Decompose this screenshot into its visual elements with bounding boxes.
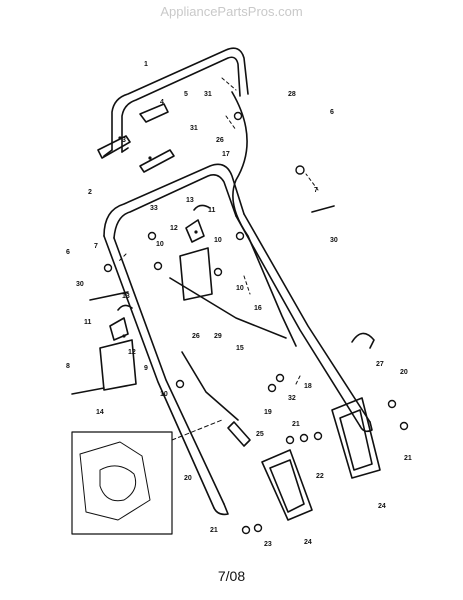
- callout-26b: 26: [192, 333, 200, 340]
- callout-28: 28: [288, 91, 296, 98]
- washer: [147, 231, 157, 241]
- washer: [267, 383, 277, 393]
- washer: [295, 165, 305, 175]
- washer: [387, 399, 397, 409]
- callout-6b: 6: [66, 249, 70, 256]
- callout-13b: 13: [122, 293, 130, 300]
- revision-date: 7/08: [217, 568, 246, 584]
- height-adjuster-upper: [331, 397, 381, 479]
- callout-30a: 30: [330, 237, 338, 244]
- callout-10b: 10: [214, 237, 222, 244]
- callout-26a: 26: [216, 137, 224, 144]
- callout-8: 8: [66, 363, 70, 370]
- washer: [299, 433, 309, 443]
- callout-14: 14: [96, 409, 104, 416]
- callout-1: 1: [144, 61, 148, 68]
- washer: [253, 523, 263, 533]
- callout-24b: 24: [304, 539, 312, 546]
- upper-handle: [111, 47, 249, 151]
- callout-30b: 30: [76, 281, 84, 288]
- drive-cable: [169, 277, 287, 339]
- callout-6a: 6: [330, 109, 334, 116]
- callout-labels: 1 4 5 31 28 3 31 26 17 6 7 2 13 11 33 12…: [66, 61, 412, 548]
- callout-20b: 20: [184, 475, 192, 482]
- washer: [313, 431, 323, 441]
- callout-24a: 24: [378, 503, 386, 510]
- callout-4: 4: [160, 99, 164, 106]
- callout-18: 18: [304, 383, 312, 390]
- washer: [175, 379, 185, 389]
- callout-22: 22: [316, 473, 324, 480]
- callout-10d: 10: [160, 391, 168, 398]
- lower-handle-inner: [113, 174, 237, 239]
- callout-10a: 10: [156, 241, 164, 248]
- callout-15: 15: [236, 345, 244, 352]
- lower-handle-left-leg: [103, 235, 215, 509]
- washer: [275, 373, 285, 383]
- callout-29: 29: [214, 333, 222, 340]
- handle-bracket-left: [97, 135, 131, 159]
- callout-16: 16: [254, 305, 262, 312]
- callout-21a: 21: [292, 421, 300, 428]
- inset-detail-box: [71, 431, 173, 535]
- washer: [235, 231, 245, 241]
- callout-33: 33: [150, 205, 158, 212]
- washer: [103, 263, 113, 273]
- callout-2: 2: [88, 189, 92, 196]
- callout-12a: 12: [170, 225, 178, 232]
- cable-adjuster: [227, 421, 251, 447]
- washer: [285, 435, 295, 445]
- callout-20a: 20: [400, 369, 408, 376]
- callout-25: 25: [256, 431, 264, 438]
- lower-handle-right-leg: [235, 215, 361, 427]
- lower-handle: [103, 163, 245, 237]
- callout-32: 32: [288, 395, 296, 402]
- callout-19: 19: [264, 409, 272, 416]
- callout-27: 27: [376, 361, 384, 368]
- callout-31a: 31: [204, 91, 212, 98]
- callout-7b: 7: [94, 243, 98, 250]
- callout-11a: 11: [208, 207, 216, 214]
- washer: [233, 111, 243, 121]
- bail-bracket: [99, 339, 137, 391]
- cable-29: [181, 351, 239, 421]
- callout-5: 5: [184, 91, 188, 98]
- callout-31b: 31: [190, 125, 198, 132]
- callout-21c: 21: [210, 527, 218, 534]
- callout-11b: 11: [84, 319, 92, 326]
- lever-bracket: [179, 247, 213, 301]
- washer: [153, 261, 163, 271]
- callout-12b: 12: [128, 349, 136, 356]
- callout-9: 9: [144, 365, 148, 372]
- washer: [213, 267, 223, 277]
- callout-3: 3: [122, 137, 126, 144]
- callout-21b: 21: [404, 455, 412, 462]
- washer: [399, 421, 409, 431]
- upper-handle-inner: [121, 56, 241, 153]
- watermark: AppliancePartsPros.com: [160, 4, 303, 19]
- callout-23: 23: [264, 541, 272, 548]
- callout-17: 17: [222, 151, 230, 158]
- callout-7a: 7: [314, 187, 318, 194]
- callout-10c: 10: [236, 285, 244, 292]
- cable-clip: [351, 332, 375, 349]
- washer: [241, 525, 251, 535]
- height-adjuster-lower: [261, 449, 313, 521]
- handle-bracket-right: [139, 149, 175, 173]
- callout-13a: 13: [186, 197, 194, 204]
- control-cable: [231, 91, 297, 347]
